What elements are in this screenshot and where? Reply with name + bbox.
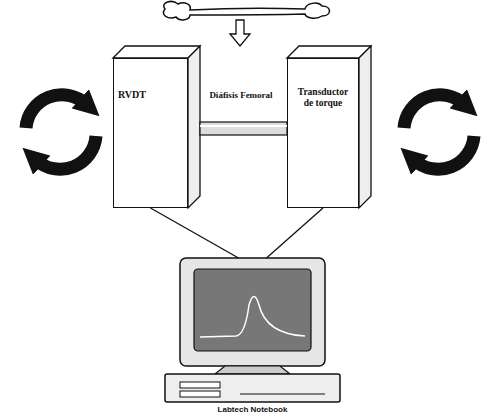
- monitor-neck: [215, 366, 290, 374]
- shaft-highlight: [200, 125, 287, 127]
- node-label: Labtech Notebook: [165, 405, 340, 415]
- box-top-face: [287, 46, 371, 58]
- down-arrow: [230, 20, 250, 46]
- femur-bone: [163, 2, 329, 20]
- node-label: RVDT: [118, 89, 183, 101]
- screen-curve: [200, 297, 305, 338]
- disk-drive: [180, 391, 220, 397]
- computer-case: [165, 374, 340, 402]
- rotation-arrow: [36, 136, 96, 169]
- signal-wire: [151, 208, 239, 258]
- rotation-arrow: [26, 95, 86, 128]
- node-label: Transductor de torque: [292, 87, 354, 110]
- device-node: Diáfisis Femoral: [196, 90, 286, 137]
- device-node: Labtech Notebook: [165, 256, 340, 417]
- monitor-screen: [194, 269, 311, 351]
- rotation-arrow: [404, 95, 464, 128]
- case-line: [240, 394, 325, 395]
- node-label: Diáfisis Femoral: [198, 90, 284, 101]
- device-box: RVDT: [113, 58, 188, 208]
- signal-wire: [267, 208, 324, 258]
- monitor: [180, 258, 325, 366]
- box-side-face: [188, 46, 200, 208]
- box-top-face: [113, 46, 200, 58]
- box-side-face: [359, 46, 371, 208]
- disk-drive: [180, 382, 220, 388]
- femoral-shaft: [200, 122, 287, 135]
- device-box: Transductor de torque: [287, 58, 359, 208]
- rotation-arrow: [414, 136, 474, 169]
